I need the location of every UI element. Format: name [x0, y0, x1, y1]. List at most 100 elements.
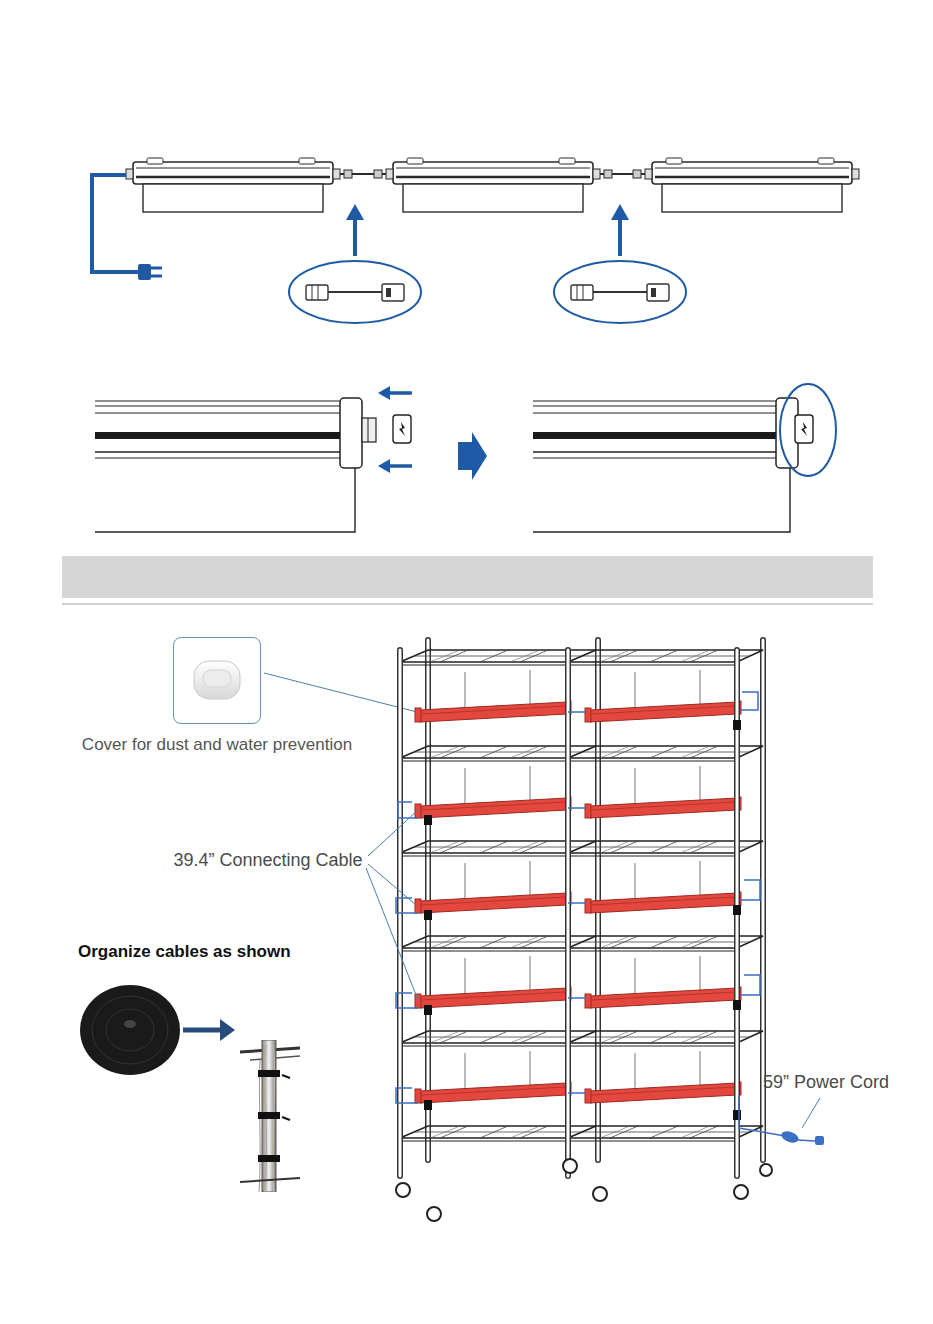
cable-callouts — [328, 291, 382, 293]
direction-arrow — [220, 1019, 235, 1041]
end-cap-detail — [533, 451, 782, 452]
wire-shelf — [733, 1000, 741, 1010]
wire-shelf — [415, 766, 571, 818]
wire-shelf — [400, 650, 763, 665]
wire-shelf — [424, 1005, 432, 1015]
end-cap-detail — [533, 400, 782, 401]
cable-closeup — [240, 1178, 300, 1182]
wire-shelf — [740, 692, 758, 710]
cord-label: 59” Power Cord — [763, 1072, 889, 1093]
end-cap-detail — [388, 391, 412, 395]
light-bars — [386, 158, 600, 212]
wire-shelf — [740, 880, 760, 900]
power-plug — [802, 1098, 820, 1128]
wire-shelf — [400, 1126, 763, 1141]
wire-shelf — [415, 861, 571, 913]
cable-callouts — [306, 285, 328, 300]
leader-line — [264, 673, 417, 712]
wire-shelf — [739, 1095, 785, 1136]
wire-shelf — [400, 936, 763, 951]
wire-shelf — [396, 898, 418, 913]
wire-shelf — [568, 711, 586, 713]
wire-shelf — [424, 815, 432, 825]
power-cord — [92, 175, 140, 272]
cable-closeup — [259, 1060, 260, 1192]
light-bars — [344, 170, 352, 178]
wire-shelf — [400, 650, 737, 1176]
wire-shelf — [396, 1183, 410, 1197]
end-cap-detail — [399, 422, 405, 436]
cable-callouts — [386, 288, 391, 297]
end-cap-detail — [95, 384, 836, 532]
wire-shelf — [400, 841, 763, 856]
end-cap-detail — [801, 422, 807, 436]
wire-shelf — [396, 993, 418, 1008]
cover-icon — [203, 670, 231, 687]
end-cap-detail — [95, 462, 355, 532]
cable-callouts — [289, 261, 686, 323]
wire-shelf — [585, 956, 741, 1008]
end-cap-detail — [95, 451, 345, 452]
power-plug — [780, 1129, 800, 1145]
cable-callouts — [571, 285, 593, 300]
wire-shelf — [396, 1088, 418, 1103]
cable-callouts — [583, 285, 584, 300]
cable-callouts — [554, 261, 686, 323]
end-cap-detail — [533, 432, 782, 439]
wire-shelf — [593, 1187, 607, 1201]
end-cap-detail — [95, 405, 345, 406]
end-cap-detail — [533, 412, 782, 413]
cable-callouts — [593, 291, 647, 293]
instruction-heading: Organize cables as shown — [78, 942, 291, 962]
cable-callouts — [289, 261, 421, 323]
strap-roll — [124, 1020, 136, 1028]
cable-closeup — [282, 1075, 290, 1078]
cable-callouts — [577, 285, 578, 300]
power-plug — [815, 1136, 824, 1145]
strap-roll — [92, 996, 168, 1064]
wire-shelf — [740, 975, 760, 995]
cable-label: 39.4” Connecting Cable — [173, 850, 362, 871]
cable-closeup — [282, 1117, 290, 1120]
light-bars — [633, 170, 641, 178]
light-bars — [374, 170, 382, 178]
wire-shelf — [400, 1031, 763, 1046]
section-band — [62, 556, 873, 604]
wire-shelf — [734, 1185, 748, 1199]
wire-shelf — [563, 1159, 577, 1173]
end-cap-detail — [388, 464, 412, 468]
wire-shelf — [415, 670, 571, 722]
end-cap-detail — [95, 412, 345, 413]
wire-shelf — [585, 766, 741, 818]
wire-shelf — [733, 1110, 741, 1120]
direction-arrow — [183, 1019, 235, 1041]
leader-lines — [366, 868, 418, 1000]
wire-shelf — [424, 1100, 432, 1110]
light-bars — [126, 158, 340, 212]
end-cap-detail — [362, 418, 376, 442]
node-text: Cover for dust and water prevention — [82, 735, 352, 755]
strap-roll — [106, 1009, 154, 1051]
section-band — [62, 603, 873, 605]
pointer-arrows — [611, 204, 629, 220]
wire-shelf — [568, 807, 586, 809]
pointer-arrows — [346, 204, 629, 256]
end-cap-detail — [780, 384, 836, 476]
leader-lines — [368, 864, 416, 905]
end-cap-detail — [378, 459, 390, 473]
direction-arrow — [183, 1028, 222, 1033]
wire-shelf — [427, 1207, 441, 1221]
end-cap-detail — [533, 458, 782, 459]
cable-callouts — [651, 288, 656, 297]
power-cord — [138, 264, 151, 280]
wire-shelf — [396, 640, 785, 1221]
power-cord — [151, 275, 162, 278]
wire-shelf — [568, 902, 586, 904]
end-cap-detail — [95, 432, 345, 439]
leader-lines — [366, 810, 418, 1000]
cable-closeup — [258, 1155, 280, 1162]
end-cap-detail — [458, 432, 487, 480]
cable-closeup — [258, 1112, 280, 1119]
